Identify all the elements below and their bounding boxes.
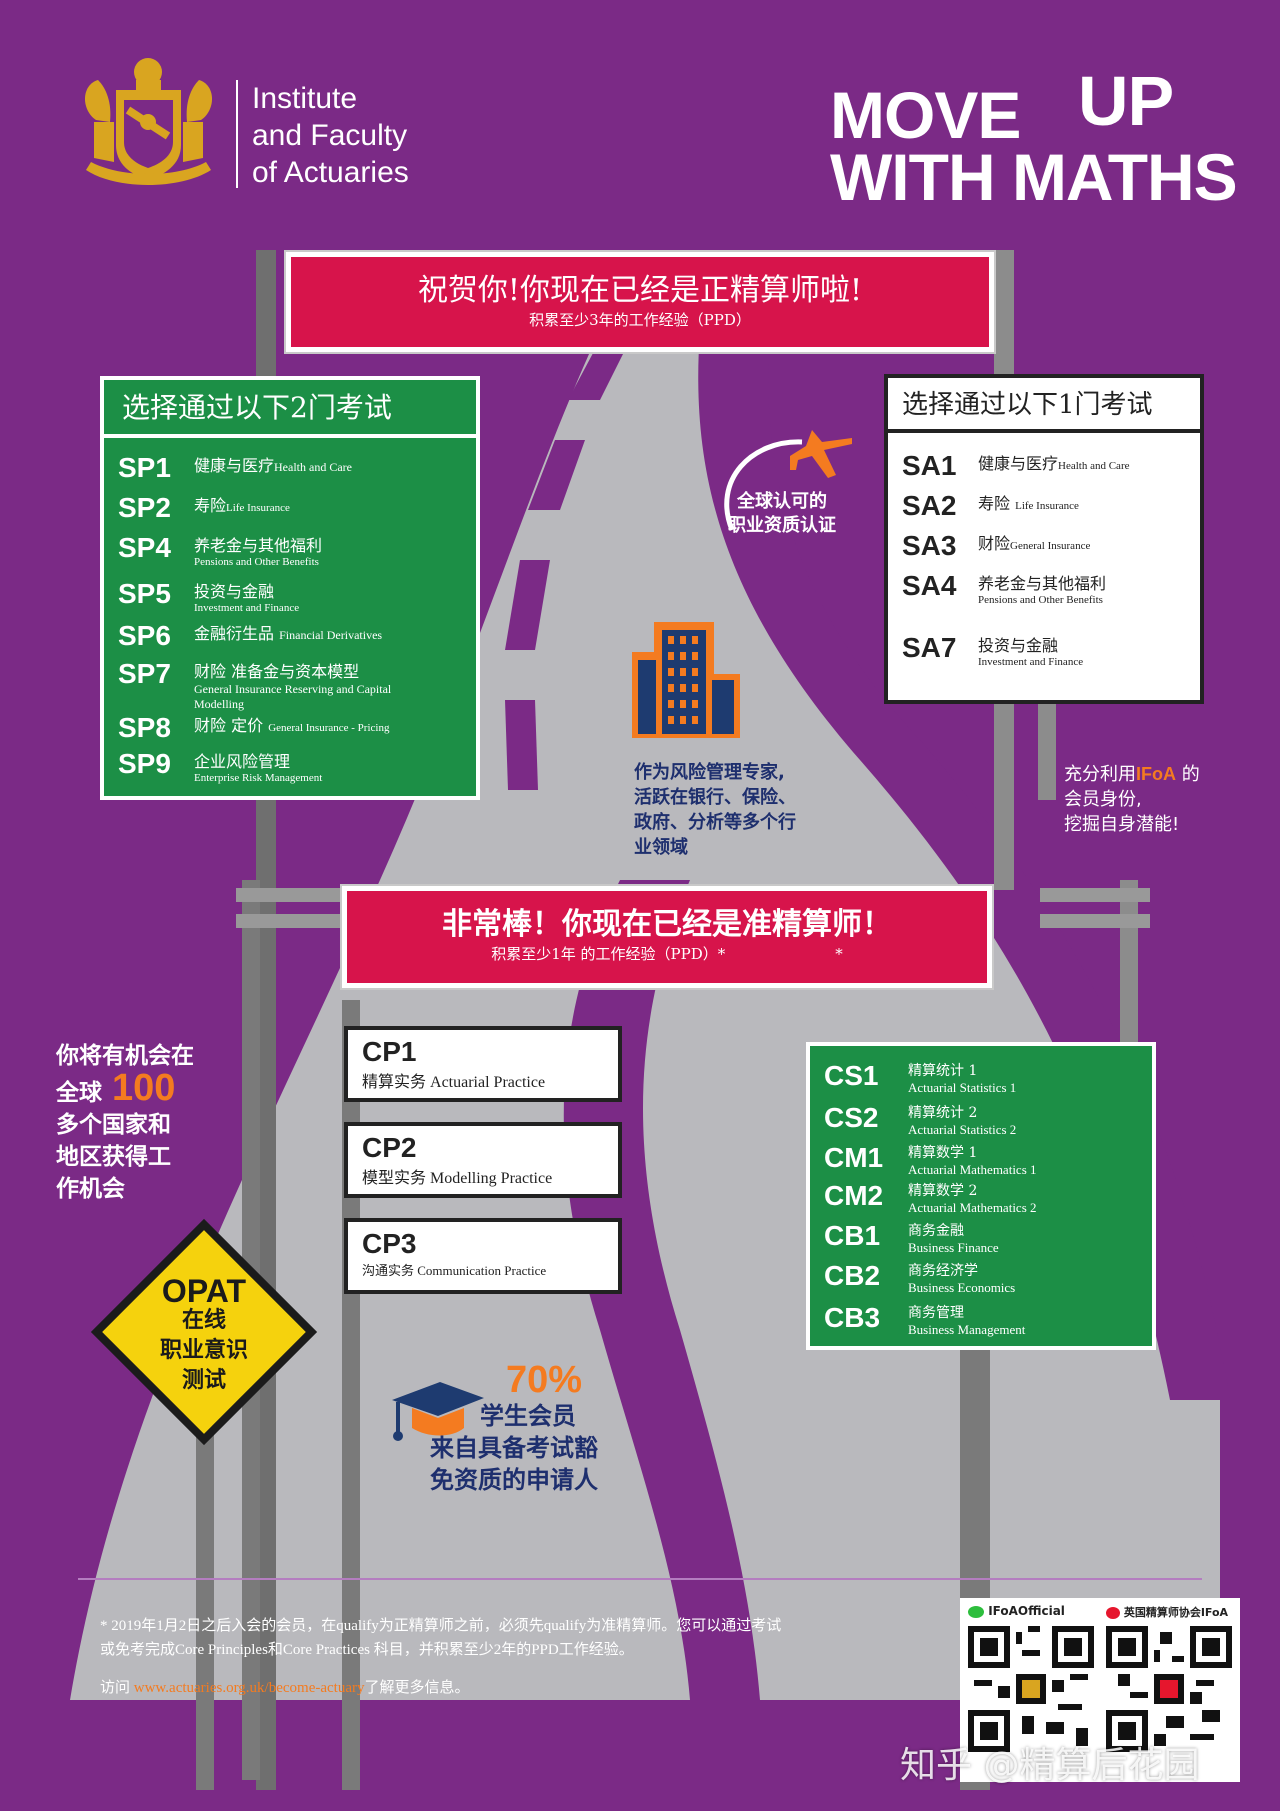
org-line-2: and Faculty [252,119,408,152]
watermark: 知乎 @精算后花园 [900,1745,1200,1786]
qr-panel: IFoAOfficial 英国精算师协会IFoA [960,1598,1240,1782]
ifoa-line-3: 挖掘自身潜能! [1064,814,1180,835]
sp-sign-title: 选择通过以下2门考试 [104,380,476,438]
cp3-sign: CP3 沟通实务 Communication Practice [344,1218,622,1294]
ifoa-membership-callout: 充分利用IFoA 的 会员身份, 挖掘自身潜能! [1064,762,1200,837]
opat-diamond-sign [90,1218,318,1446]
opat-line-2: 职业意识 [159,1338,248,1363]
risk-callout: 作为风险管理专家, 活跃在银行、保险、 政府、分析等多个行 业领域 [634,760,796,860]
org-line-1: Institute [252,82,358,115]
associate-banner: 非常棒！你现在已经是准精算师！ 积累至少1年 的工作经验（PPD）** [342,886,992,988]
global-callout-line2: 职业资质认证 [728,515,836,536]
footer-note-line-2: 或免考完成Core Principles和Core Practices 科目，并… [100,1642,634,1658]
fellow-banner-title: 祝贺你!你现在已经是正精算师啦! [417,273,863,308]
ifoa-line-post: 的 [1176,764,1200,785]
org-name: Institute and Faculty of Actuaries [252,80,409,191]
qr-right-label: 英国精算师协会IFoA [1106,1604,1228,1620]
qr-code-wechat[interactable] [968,1626,1094,1752]
pct-line-1: 学生会员 [480,1402,576,1430]
footer-visit-suffix: 了解更多信息。 [364,1680,470,1696]
logo-divider [236,80,238,188]
risk-line-4: 业领域 [634,837,688,858]
risk-line-1: 作为风险管理专家, [634,762,785,783]
org-line-3: of Actuaries [252,156,409,189]
footer-visit-prefix: 访问 [100,1680,134,1696]
countries-line-5: 作机会 [56,1176,125,1202]
global-callout-line1: 全球认可的 [737,491,827,512]
footer-visit-link[interactable]: www.actuaries.org.uk/become-actuary [133,1680,365,1696]
footer-note: * 2019年1月2日之后入会的会员，在qualify为正精算师之前，必须先qu… [100,1614,781,1700]
cp1-sign: CP1 精算实务 Actuarial Practice [344,1026,622,1102]
risk-line-3: 政府、分析等多个行 [634,812,796,833]
risk-line-2: 活跃在银行、保险、 [634,787,796,808]
fellow-banner-subtitle: 积累至少3年的工作经验（PPD） [529,311,751,329]
seventy-percent-callout: 70% 学生会员 来自具备考试豁 免资质的申请人 [430,1360,598,1496]
ifoa-line-2: 会员身份, [1064,789,1142,810]
ifoa-brand: IFoA [1136,764,1176,784]
associate-banner-subtitle: 积累至少1年 的工作经验（PPD）** [491,945,843,963]
slogan: MOVE UP WITH MATHS [830,66,1238,210]
countries-line-4: 地区获得工 [56,1144,171,1170]
footer-note-line-1: * 2019年1月2日之后入会的会员，在qualify为正精算师之前，必须先qu… [100,1618,782,1634]
countries-line-2: 全球 [56,1080,102,1106]
countries-line-1: 你将有机会在 [56,1043,194,1069]
opat-line-3: 测试 [181,1368,226,1393]
countries-line-3: 多个国家和 [56,1112,171,1138]
slogan-move: MOVE [830,78,1021,152]
pct-number: 70% [505,1359,583,1401]
graduation-cap-icon [392,1382,484,1441]
qr-code-weibo[interactable] [1106,1626,1232,1752]
ifoa-line-pre: 充分利用 [1064,764,1136,785]
slogan-up: UP [1078,62,1174,140]
associate-banner-title: 非常棒！你现在已经是准精算师！ [442,907,892,942]
weibo-icon [1106,1607,1120,1619]
sa-sign-title: 选择通过以下1门考试 [888,378,1200,433]
opat-line-1: 在线 [181,1308,226,1333]
wechat-icon [968,1605,984,1618]
cp2-sign: CP2 模型实务 Modelling Practice [344,1122,622,1198]
qr-left-label: IFoAOfficial [968,1604,1065,1618]
fellow-banner: 祝贺你!你现在已经是正精算师啦! 积累至少3年的工作经验（PPD） [286,252,994,352]
opat-text: OPAT 在线 职业意识 测试 [130,1273,278,1396]
countries-callout: 你将有机会在 全球 100 多个国家和 地区获得工 作机会 [56,1040,194,1205]
ifoa-crest-logo [84,58,213,185]
airplane-arc-icon [724,430,852,531]
slogan-with-maths: WITH MATHS [830,140,1238,214]
pct-line-2: 来自具备考试豁 [430,1434,598,1462]
pct-line-3: 免资质的申请人 [430,1466,598,1494]
countries-number: 100 [112,1067,176,1109]
building-icon [632,622,740,738]
global-callout: 全球认可的 职业资质认证 [728,490,836,538]
opat-title: OPAT [161,1273,247,1309]
